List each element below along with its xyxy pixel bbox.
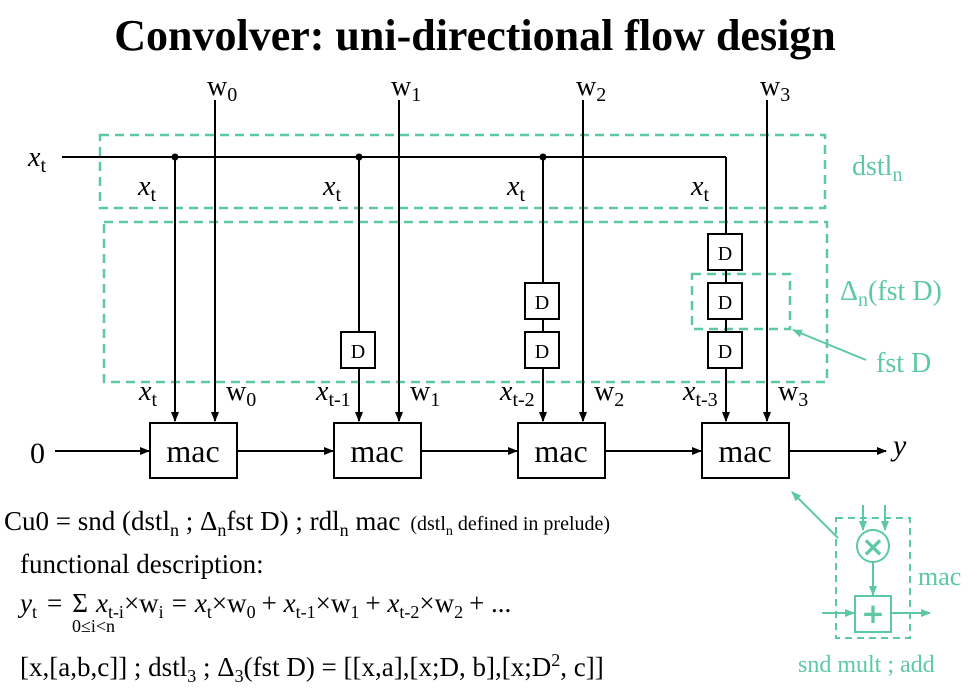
delay-box-3a: [707, 233, 743, 271]
mac-input-labels: xt w0 xt-1 w1 xt-2 w2 xt-3 w3: [138, 376, 808, 411]
top-weight-label-1: w1: [391, 71, 421, 106]
equations: Cu0 = snd (dstln ; Δnfst D) ; rdln mac(d…: [4, 506, 610, 686]
branch-label-1: xt: [322, 171, 341, 206]
mac-box-1: [333, 422, 422, 479]
delay-label-3c: D: [718, 341, 732, 363]
cu0-equation: Cu0 = snd (dstln ; Δnfst D) ; rdln mac(d…: [4, 506, 610, 540]
page-title: Convolver: uni-directional flow design: [114, 11, 836, 60]
mac-box-0: [149, 422, 238, 479]
mac-annotation: mac: [918, 562, 961, 591]
top-weight-labels: w0 w1 w2 w3: [207, 71, 790, 106]
top-weight-label-0: w0: [207, 71, 237, 106]
last-equation: [x,[a,b,c]] ; dstl3 ; Δ3(fst D) = [[x,a]…: [20, 650, 604, 686]
branch-label-2: xt: [506, 171, 525, 206]
top-weight-label-3: w3: [760, 71, 790, 106]
delay-box-1: [340, 331, 376, 369]
mac-x-label-2: xt-2: [499, 376, 535, 411]
mac-label-1: mac: [350, 433, 403, 469]
output-label: y: [890, 429, 907, 462]
mac-pointer: [791, 491, 839, 539]
mac-x-label-1: xt-1: [315, 376, 351, 411]
mac-inset: [822, 505, 931, 639]
delay-label-3b: D: [718, 292, 732, 314]
dstl-region: [98, 133, 827, 210]
mac-w-label-0: w0: [226, 376, 256, 411]
branch-label-3: xt: [690, 171, 709, 206]
add-symbol: +: [861, 597, 884, 630]
mac-x-label-3: xt-3: [682, 376, 718, 411]
mac-label-3: mac: [718, 433, 771, 469]
mac-w-label-1: w1: [410, 376, 440, 411]
mac-x-label-0: xt: [138, 376, 157, 411]
top-weight-label-2: w2: [576, 71, 606, 106]
fst-d-annotation: fst D: [876, 348, 931, 379]
snd-mult-add-annotation: snd mult ; add: [798, 652, 935, 678]
mac-label-2: mac: [534, 433, 587, 469]
mac-inset-dashed-box: [835, 517, 911, 639]
mac-w-label-3: w3: [778, 376, 808, 411]
fst-d-region: [690, 272, 792, 331]
dstl-annotation: dstln: [852, 151, 902, 186]
delta-annotation: Δn(fst D): [840, 276, 942, 311]
delay-box-2b: [524, 331, 560, 369]
delay-label-2a: D: [535, 292, 549, 314]
mac-label-0: mac: [166, 433, 219, 469]
sigma-range: 0≤i<n: [72, 616, 115, 636]
delay-box-3c: [707, 331, 743, 369]
branch-labels: xt xt xt xt: [137, 171, 709, 206]
mac-w-label-2: w2: [594, 376, 624, 411]
delta-region: [102, 220, 829, 384]
green-annotations: dstln Δn(fst D) fst D mac snd mult ; add: [798, 151, 961, 678]
functional-description-label: functional description:: [20, 549, 264, 579]
delay-label-2b: D: [535, 341, 549, 363]
mult-symbol: ×: [861, 530, 884, 563]
fst-d-pointer: [792, 329, 867, 361]
delay-label-1: D: [351, 341, 365, 363]
delay-label-3a: D: [718, 243, 732, 265]
input-label: xt: [27, 142, 46, 177]
zero-input-label: 0: [30, 437, 45, 470]
branch-label-0: xt: [137, 171, 156, 206]
